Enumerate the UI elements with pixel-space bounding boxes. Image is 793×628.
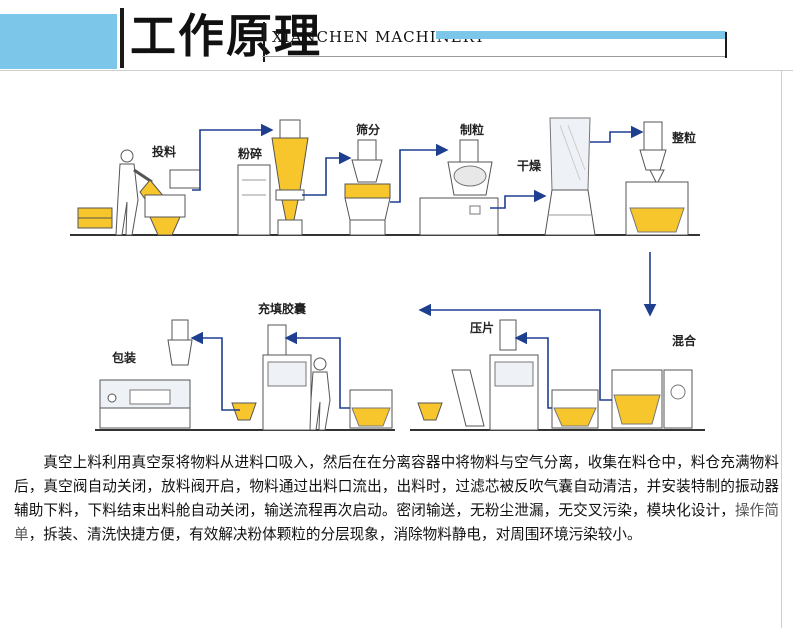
sizing-machine bbox=[625, 121, 689, 236]
process-flow-svg: 投料 粉碎 筛分 制粒 bbox=[70, 117, 705, 431]
feeding-station bbox=[77, 149, 201, 236]
label-packing: 包装 bbox=[111, 350, 136, 365]
description-paragraph: 真空上料利用真空泵将物料从进料口吸入，然后在在分离容器中将物料与空气分离，收集在… bbox=[14, 451, 779, 547]
label-sizing: 整粒 bbox=[671, 130, 696, 145]
label-crushing: 粉碎 bbox=[238, 146, 262, 161]
bottom-row-arrows bbox=[190, 303, 612, 411]
frame-right-line bbox=[781, 70, 782, 628]
label-feeding: 投料 bbox=[152, 144, 176, 159]
label-sieving: 筛分 bbox=[356, 122, 380, 137]
header-end-tick bbox=[725, 32, 727, 58]
header-rule bbox=[262, 56, 727, 57]
tableting-machine bbox=[417, 319, 599, 431]
process-flow-diagram: 投料 粉碎 筛分 制粒 bbox=[0, 70, 793, 450]
top-row-arrows bbox=[192, 123, 657, 317]
capsule-filling-machine bbox=[231, 324, 393, 431]
label-mixing: 混合 bbox=[672, 333, 697, 348]
drying-machine bbox=[544, 117, 596, 236]
description-text-part1: 真空上料利用真空泵将物料从进料口吸入，然后在在分离容器中将物料与空气分离，收集在… bbox=[14, 454, 779, 519]
header-divider bbox=[120, 8, 124, 68]
label-drying: 干燥 bbox=[517, 158, 542, 173]
page-header: 工作原理 XIANCHEN MACHINERY bbox=[0, 0, 793, 70]
header-accent-block bbox=[0, 14, 117, 69]
company-name: XIANCHEN MACHINERY bbox=[272, 28, 486, 46]
sieving-machine bbox=[344, 139, 391, 236]
mixing-machine bbox=[611, 369, 693, 429]
description-text-soft: 操作简单 bbox=[14, 502, 779, 543]
crushing-machine bbox=[237, 119, 309, 236]
header-divider-small bbox=[263, 22, 265, 62]
granulating-machine bbox=[419, 139, 499, 236]
page-title: 工作原理 bbox=[130, 9, 322, 63]
label-granulating: 制粒 bbox=[460, 122, 484, 137]
packing-machine bbox=[99, 319, 193, 429]
description-text-part2: ，拆装、清洗快捷方便，有效解决粉体颗粒的分层现象，消除物料静电，对周围环境污染较… bbox=[28, 526, 642, 543]
frame-top-line bbox=[0, 70, 793, 71]
header-accent-line bbox=[436, 31, 726, 39]
label-tableting: 压片 bbox=[470, 320, 494, 335]
label-capsule-filling: 充填胶囊 bbox=[258, 301, 307, 316]
